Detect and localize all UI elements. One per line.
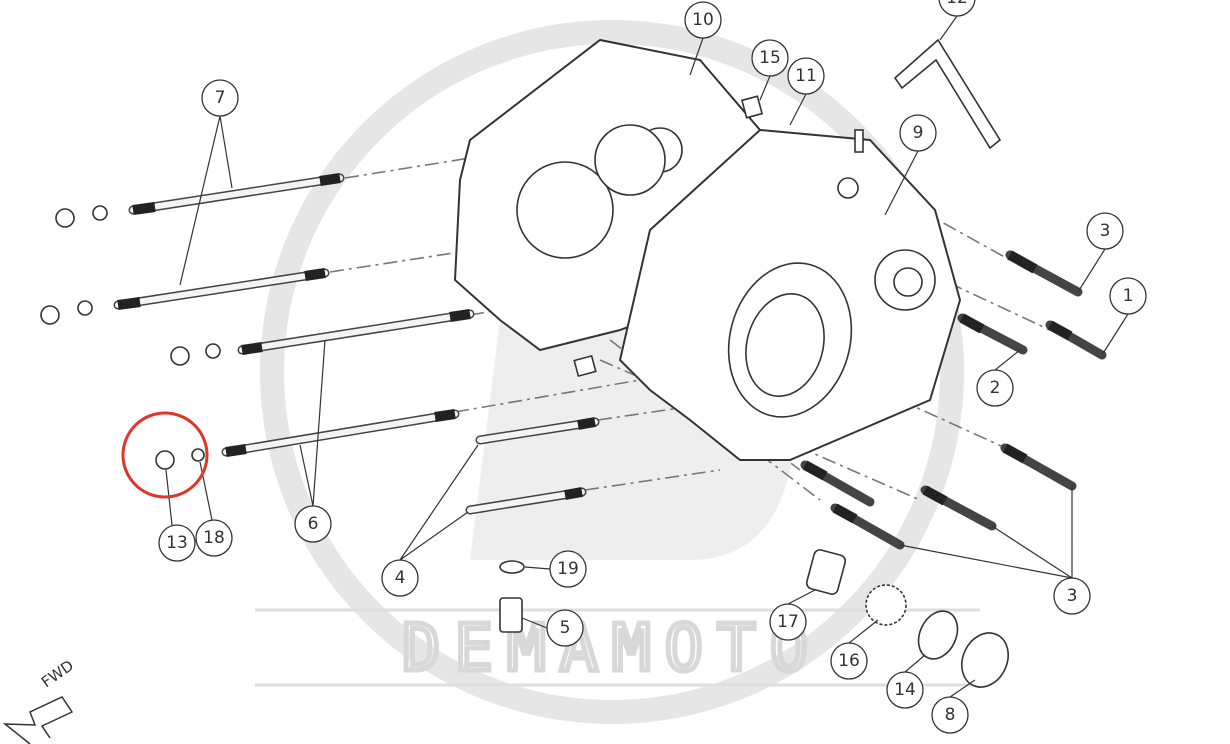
callout-3: 3 [1086, 212, 1124, 250]
callout-circle [195, 519, 233, 557]
dowel-pin-15 [740, 95, 764, 119]
callout-number: 16 [838, 651, 860, 671]
callout-3: 3 [1053, 577, 1091, 615]
callout-circle [381, 559, 419, 597]
bottom-parts [499, 549, 1009, 688]
callout-circle [1109, 277, 1147, 315]
callout-circle [830, 642, 868, 680]
callout-number: 3 [1067, 586, 1078, 606]
callout-14: 14 [886, 671, 924, 709]
callout-9: 9 [899, 114, 937, 152]
callout-circle [751, 39, 789, 77]
callout-19: 19 [549, 550, 587, 588]
callout-circle [931, 696, 969, 734]
callout-16: 16 [830, 642, 868, 680]
fwd-label: FWD [38, 656, 77, 691]
callout-number: 11 [795, 66, 817, 86]
crankcase-bolts [800, 250, 1107, 550]
callout-circle [684, 1, 722, 39]
callout-circle [938, 0, 976, 17]
dowel-pin [573, 354, 597, 378]
callout-5: 5 [546, 609, 584, 647]
highlight-circle [121, 411, 209, 499]
callout-circle [546, 609, 584, 647]
callout-1: 1 [1109, 277, 1147, 315]
callout-number: 5 [560, 618, 571, 638]
nuts-washers [40, 205, 221, 470]
callout-number: 19 [557, 559, 579, 579]
callout-circle [158, 524, 196, 562]
callout-6: 6 [294, 505, 332, 543]
callout-15: 15 [751, 39, 789, 77]
spring-16 [865, 584, 907, 626]
callout-circle [899, 114, 937, 152]
callout-number: 13 [166, 533, 188, 553]
callout-11: 11 [787, 57, 825, 95]
callout-number: 3 [1100, 221, 1111, 241]
callout-circle [886, 671, 924, 709]
callout-circle [769, 603, 807, 641]
callout-number: 10 [692, 10, 714, 30]
callout-number: 14 [894, 680, 916, 700]
callout-8: 8 [931, 696, 969, 734]
forward-direction-indicator: FWD [2, 656, 77, 744]
callout-4: 4 [381, 559, 419, 597]
washer-19 [499, 560, 525, 574]
callout-circle [1053, 577, 1091, 615]
oil-strainer-17 [805, 549, 847, 595]
callout-13: 13 [158, 524, 196, 562]
callout-number: 2 [990, 378, 1001, 398]
callout-18: 18 [195, 519, 233, 557]
cylinder-studs [113, 173, 600, 515]
callout-number: 17 [777, 612, 799, 632]
callout-number: 8 [945, 705, 956, 725]
callout-10: 10 [684, 1, 722, 39]
watermark-text: DEMAMOTO [402, 612, 822, 686]
callout-circle [787, 57, 825, 95]
callout-circle [1086, 212, 1124, 250]
hex-key-12 [893, 38, 1002, 150]
callout-number: 12 [946, 0, 968, 8]
callout-circle [549, 550, 587, 588]
callout-number: 1 [1123, 286, 1134, 306]
callout-number: 15 [759, 48, 781, 68]
callout-number: 9 [913, 123, 924, 143]
callout-17: 17 [769, 603, 807, 641]
callout-circle [201, 79, 239, 117]
callout-12: 12 [938, 0, 976, 17]
cap-8 [961, 632, 1009, 688]
crankcase-right-half [618, 128, 962, 461]
drain-bolt-5 [499, 597, 523, 633]
callout-number: 18 [203, 528, 225, 548]
callout-number: 7 [215, 88, 226, 108]
callout-number: 6 [308, 514, 319, 534]
callout-circle [976, 369, 1014, 407]
callout-7: 7 [201, 79, 239, 117]
callout-circle [294, 505, 332, 543]
callouts: 101511129731261318419517161483 [158, 0, 1147, 734]
o-ring-14 [917, 610, 959, 660]
callout-2: 2 [976, 369, 1014, 407]
washer-18 [191, 448, 205, 462]
nut-13 [155, 450, 175, 470]
callout-number: 4 [395, 568, 406, 588]
leader-lines [165, 15, 1129, 698]
